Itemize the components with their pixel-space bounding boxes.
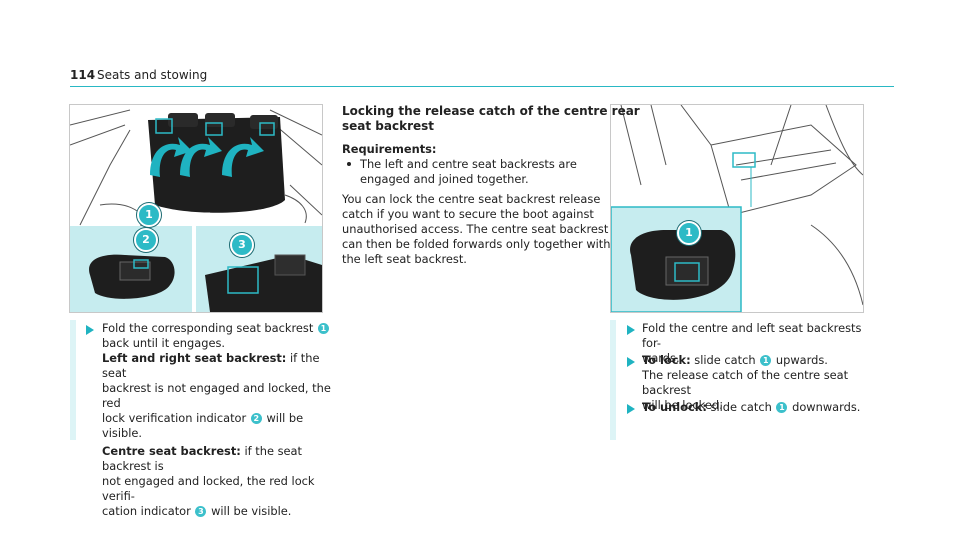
section-heading: Locking the release catch of the centre … — [342, 104, 640, 134]
section-title: Seats and stowing — [97, 68, 208, 82]
para-line: the left seat backrest. — [342, 252, 467, 266]
fold-text-a: Fold the corresponding seat backrest — [102, 321, 314, 335]
lr-line2: backrest is not engaged and locked, the … — [102, 381, 331, 410]
unlock-text: To unlock: slide catch 1 downwards. — [642, 400, 882, 415]
centre-label: Centre seat backrest: — [102, 444, 241, 458]
centre-line3b: will be visible. — [211, 504, 292, 518]
lock-text: To lock: slide catch 1 upwards. The rele… — [642, 353, 882, 413]
badge-1: 1 — [760, 355, 772, 366]
lock-label: To lock: — [642, 353, 691, 367]
instruction-text-block: Fold the corresponding seat backrest 1 b… — [102, 321, 342, 519]
instruction-fold-centre-left — [610, 320, 616, 354]
lock-text-b: upwards. — [775, 353, 828, 367]
requirement-item: The left and centre seat backrests are e… — [360, 157, 577, 187]
callout-1: 1 — [137, 203, 161, 227]
callout-3: 3 — [230, 233, 254, 257]
bullet-arrow-icon — [86, 325, 94, 335]
heading-line2: seat backrest — [342, 119, 435, 133]
description-paragraph: You can lock the centre seat backrest re… — [342, 192, 611, 267]
badge-1: 1 — [317, 323, 329, 334]
instruction-unlock — [610, 402, 616, 440]
lr-label: Left and right seat backrest: — [102, 351, 287, 365]
centre-line2: not engaged and locked, the red lock ver… — [102, 474, 315, 503]
lr-line1: if the seat — [102, 351, 320, 380]
instruction-fold-backrest — [70, 320, 76, 440]
requirements-label: Requirements: — [342, 142, 437, 156]
instruction-lock — [610, 353, 616, 403]
unlock-text-b: downwards. — [792, 400, 861, 414]
heading-line1: Locking the release catch of the centre … — [342, 104, 640, 118]
bullet-dot-icon — [347, 162, 351, 166]
lr-line3b: will be visible. — [102, 411, 304, 440]
bullet-arrow-icon — [627, 357, 635, 367]
lock-line2: The release catch of the centre seat bac… — [642, 368, 849, 397]
bullet-arrow-icon — [627, 404, 635, 414]
badge-2: 2 — [250, 413, 262, 424]
lock-line3: will be locked. — [642, 398, 723, 412]
fold-text-b: back until it engages. — [102, 336, 226, 350]
badge-3: 3 — [195, 506, 207, 517]
req-line1: The left and centre seat backrests are — [360, 157, 577, 171]
callout-2: 2 — [134, 228, 158, 252]
centre-line3a: cation indicator — [102, 504, 191, 518]
badge-1: 1 — [776, 402, 788, 413]
release-catch-illustration — [611, 105, 863, 312]
para-line: can then be folded forwards only togethe… — [342, 237, 611, 251]
figure-seat-backrests: 1 2 3 — [69, 104, 323, 313]
req-line2: engaged and joined together. — [360, 172, 529, 186]
para-line: You can lock the centre seat backrest re… — [342, 192, 601, 206]
figure-release-catch: 1 — [610, 104, 864, 313]
page-number: 114 — [70, 68, 96, 82]
bullet-arrow-icon — [627, 325, 635, 335]
para-line: catch if you want to secure the boot aga… — [342, 207, 594, 221]
header-divider — [70, 86, 894, 87]
centre-line1: if the seat backrest is — [102, 444, 302, 473]
fold-line1: Fold the centre and left seat backrests … — [642, 321, 862, 350]
unlock-text-a: slide catch — [710, 400, 772, 414]
seat-backrest-illustration — [70, 109, 322, 312]
lock-text-a: slide catch — [694, 353, 756, 367]
para-line: unauthorised access. The centre seat bac… — [342, 222, 609, 236]
fold-line2: wards. — [642, 351, 680, 365]
callout-1-right: 1 — [677, 221, 701, 245]
lr-line3a: lock verification indicator — [102, 411, 247, 425]
fold-centre-left-text: Fold the centre and left seat backrests … — [642, 321, 882, 366]
unlock-label: To unlock: — [642, 400, 707, 414]
